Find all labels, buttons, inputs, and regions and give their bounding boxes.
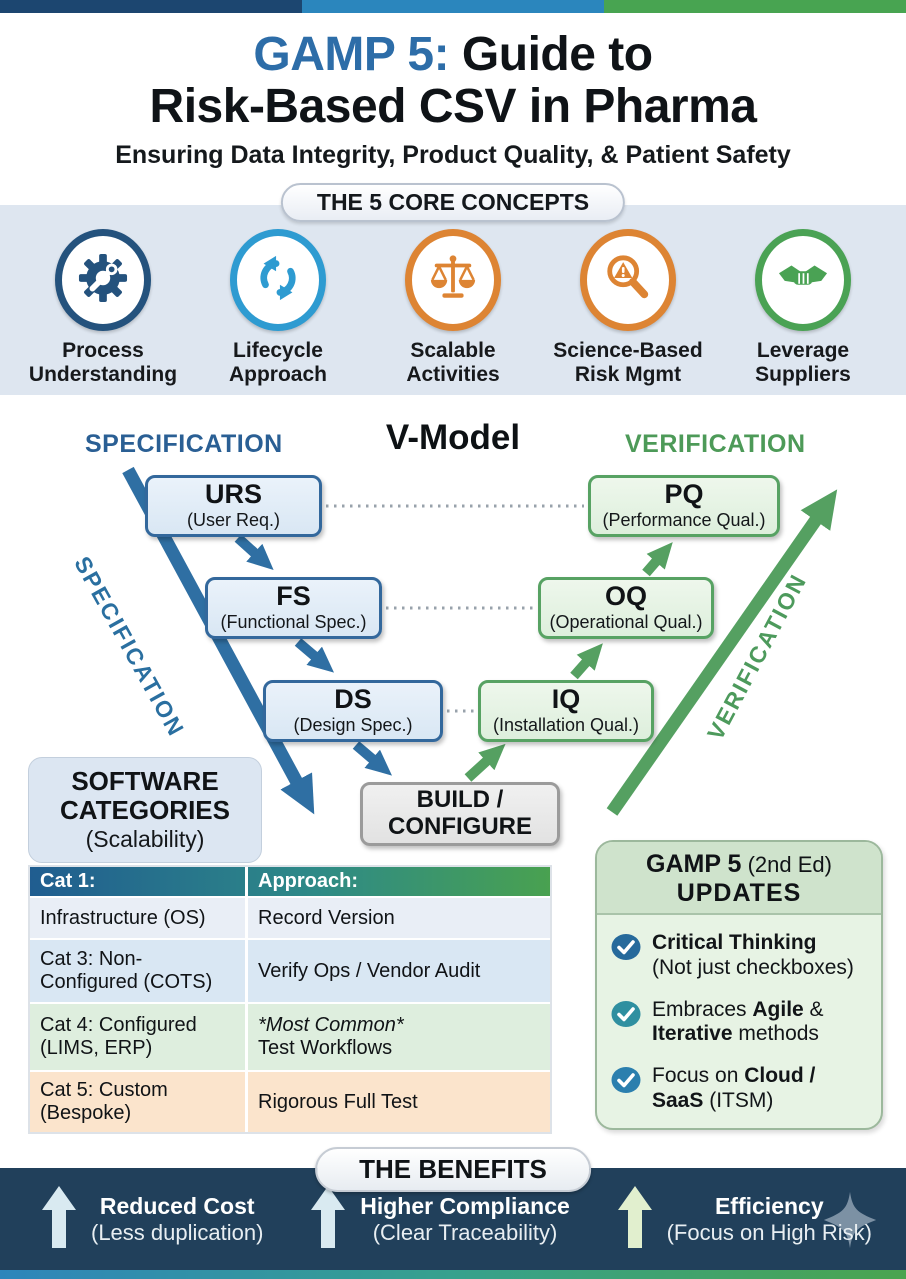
updates-panel-body: Critical Thinking(Not just checkboxes) E… [597, 915, 881, 1128]
updates-panel-heading: GAMP 5 (2nd Ed) UPDATES [597, 842, 881, 915]
column-header-approach: Approach: [258, 870, 358, 892]
fs-box: FS (Functional Spec.) [205, 577, 382, 639]
page-title-line2: Risk-Based CSV in Pharma [149, 79, 757, 133]
up-arrow-icon [311, 1185, 346, 1253]
build-configure-box: BUILD / CONFIGURE [360, 782, 560, 846]
category-cell: Cat 4: Configured (LIMS, ERP) [30, 1004, 248, 1070]
category-cell: Infrastructure (OS) [30, 898, 248, 938]
software-categories-table: Cat 1: Approach: Infrastructure (OS) Rec… [28, 865, 552, 1134]
sparkle-icon [820, 1190, 880, 1255]
check-icon [611, 1066, 641, 1099]
specification-header: SPECIFICATION [85, 430, 283, 458]
table-row: Cat 4: Configured (LIMS, ERP) *Most Comm… [30, 1004, 550, 1072]
cycle-arrows-icon [253, 253, 303, 308]
up-arrow-icon [617, 1185, 652, 1253]
category-cell: Cat 3: Non-Configured (COTS) [30, 940, 248, 1002]
up-arrow-icon [42, 1185, 76, 1253]
approach-cell: Verify Ops / Vendor Audit [248, 940, 550, 1002]
software-categories-box: SOFTWARE CATEGORIES (Scalability) [28, 757, 262, 863]
concept-ring [55, 229, 151, 331]
benefits-heading: THE BENEFITS [315, 1147, 591, 1192]
update-item: Focus on Cloud /SaaS (ITSM) [611, 1064, 871, 1114]
top-bar-segment-blue [302, 0, 604, 13]
approach-cell: Record Version [248, 898, 550, 938]
core-concepts-section: THE 5 CORE CONCEPTS [0, 183, 906, 395]
table-row: Infrastructure (OS) Record Version [30, 898, 550, 940]
top-bar-segment-navy [0, 0, 302, 13]
table-row: Cat 3: Non-Configured (COTS) Verify Ops … [30, 940, 550, 1004]
page-title-line1: GAMP 5: Guide to [0, 29, 906, 81]
handshake-icon [778, 253, 828, 308]
balance-scale-icon [428, 253, 478, 308]
approach-cell: *Most Common* Test Workflows [248, 1004, 550, 1070]
column-header-cat1: Cat 1: [30, 867, 248, 896]
table-header-row: Cat 1: Approach: [30, 867, 550, 898]
header-section: GAMP 5: Guide to Risk-Based CSV in Pharm… [0, 13, 906, 183]
table-row: Cat 5: Custom (Bespoke) Rigorous Full Te… [30, 1072, 550, 1132]
page-subtitle: Ensuring Data Integrity, Product Quality… [115, 140, 791, 169]
check-icon [611, 1000, 641, 1033]
benefit-higher-compliance: Higher Compliance (Clear Traceability) [311, 1185, 570, 1253]
verification-header: VERIFICATION [625, 430, 806, 458]
concept-ring [755, 229, 851, 331]
concept-ring [580, 229, 676, 331]
gamp5-updates-panel: GAMP 5 (2nd Ed) UPDATES Critical Thinkin… [595, 840, 883, 1130]
risk-magnifier-icon [603, 253, 653, 308]
pq-box: PQ (Performance Qual.) [588, 475, 780, 537]
update-item: Critical Thinking(Not just checkboxes) [611, 931, 871, 981]
core-concepts-heading: THE 5 CORE CONCEPTS [280, 183, 626, 222]
iq-box: IQ (Installation Qual.) [478, 680, 654, 742]
benefits-section: THE BENEFITS Reduced Cost (Less duplicat… [0, 1147, 906, 1279]
concept-ring [405, 229, 501, 331]
top-accent-bar [0, 0, 906, 13]
approach-cell: Rigorous Full Test [248, 1072, 550, 1132]
ds-box: DS (Design Spec.) [263, 680, 443, 742]
concept-ring [230, 229, 326, 331]
title-highlight: GAMP 5: [253, 28, 450, 81]
urs-box: URS (User Req.) [145, 475, 322, 537]
update-item: Embraces Agile &Iterative methods [611, 998, 871, 1048]
v-model-section: SPECIFICATION V-Model VERIFICATION SPECI… [0, 400, 906, 1147]
title-rest: Guide to [449, 28, 653, 81]
category-cell: Cat 5: Custom (Bespoke) [30, 1072, 248, 1132]
gear-wrench-icon [78, 253, 128, 308]
benefit-efficiency: Efficiency (Focus on High Risk) [617, 1185, 872, 1253]
top-bar-segment-green [604, 0, 906, 13]
v-model-title: V-Model [385, 418, 521, 457]
check-icon [611, 933, 641, 966]
oq-box: OQ (Operational Qual.) [538, 577, 714, 639]
benefit-reduced-cost: Reduced Cost (Less duplication) [42, 1185, 263, 1253]
bottom-accent-bar [0, 1270, 906, 1279]
